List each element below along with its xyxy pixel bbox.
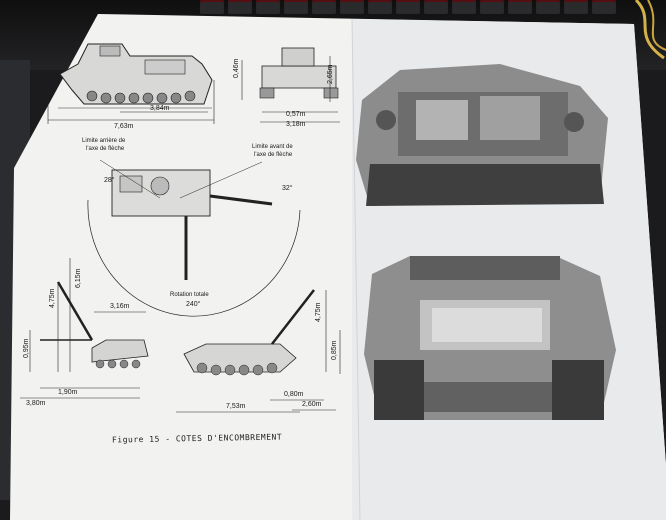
note-rear-limit-line1: Limite arrière de (82, 138, 126, 144)
dim-753: 7,53m (226, 403, 246, 410)
angle-32: 32° (282, 184, 293, 192)
dim-height-615: 6,15m (75, 268, 82, 288)
top-view-drawing (87, 159, 301, 317)
dim-width-057: 0,57m (286, 111, 306, 118)
note-front-limit-line1: Limite avant de (252, 144, 293, 150)
front-view-drawing (259, 47, 339, 99)
dim-080: 0,80m (284, 391, 304, 398)
dim-height-085: 0,85m (331, 340, 338, 360)
dim-height-475-left: 4,75m (49, 288, 56, 308)
angle-240: 240° (186, 300, 201, 308)
note-rear-limit-line2: l'axe de flèche (86, 146, 125, 152)
dim-height-095: 0,95m (23, 338, 30, 358)
note-rotation: Rotation totale (170, 292, 209, 298)
side-view-drawing (58, 43, 213, 109)
vehicle-photo-top (356, 64, 608, 206)
dim-height-475-right: 4,75m (315, 302, 322, 322)
dim-length-384: 3,84m (150, 105, 170, 112)
dim-260: 2,60m (302, 401, 322, 408)
dim-190: 1,90m (58, 389, 78, 396)
cable (634, 0, 666, 60)
dim-316: 3,16m (110, 303, 130, 310)
dim-length-763: 7,63m (114, 123, 134, 130)
crane-side-view-left (40, 281, 149, 369)
keyboard-keys (200, 0, 616, 14)
vehicle-photo-bottom (364, 256, 616, 420)
note-front-limit-line2: l'axe de flèche (254, 152, 293, 158)
crane-side-view-right (183, 289, 315, 376)
angle-28: 28° (104, 176, 115, 184)
dim-width-318: 3,18m (286, 121, 306, 128)
dim-380: 3,80m (26, 400, 46, 407)
dim-height-265: 2,65m (327, 64, 334, 84)
dim-height-046: 0,46m (233, 58, 240, 78)
